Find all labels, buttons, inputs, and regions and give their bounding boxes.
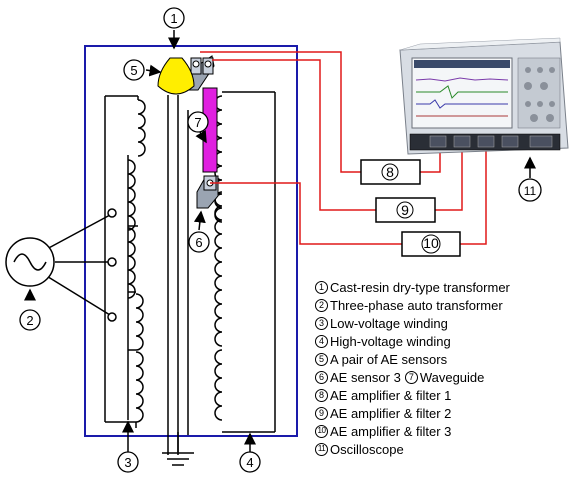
legend-item-2: 2 Three-phase auto transformer <box>315 296 571 314</box>
legend-item-8: 8 AE amplifier & filter 1 <box>315 386 571 404</box>
oscilloscope-icon <box>399 37 569 155</box>
legend-label: Low-voltage winding <box>330 315 448 331</box>
transformer-enclosure <box>84 45 298 437</box>
svg-text:5: 5 <box>130 63 137 78</box>
callout-6: 6 <box>188 231 210 253</box>
ae-sensor-yellow-icon <box>157 57 195 95</box>
legend-item-1: 1 Cast-resin dry-type transformer <box>315 278 571 296</box>
legend-num: 10 <box>315 424 328 438</box>
callout-2: 2 <box>19 309 41 331</box>
legend: 1 Cast-resin dry-type transformer 2 Thre… <box>315 278 571 458</box>
svg-text:2: 2 <box>26 313 33 328</box>
amplifier-box-10: 10 <box>401 231 461 257</box>
legend-num: 2 <box>315 298 328 312</box>
legend-item-9: 9 AE amplifier & filter 2 <box>315 404 571 422</box>
callout-4: 4 <box>239 451 261 473</box>
legend-num: 5 <box>315 352 328 366</box>
legend-num: 9 <box>315 406 328 420</box>
legend-item-5: 5 A pair of AE sensors <box>315 350 571 368</box>
legend-num: 4 <box>315 334 328 348</box>
callout-1: 1 <box>163 7 185 29</box>
legend-num: 7 <box>404 370 418 384</box>
ac-source-icon <box>5 237 55 287</box>
svg-text:11: 11 <box>524 184 537 198</box>
legend-item-10: 10 AE amplifier & filter 3 <box>315 422 571 440</box>
svg-text:3: 3 <box>124 455 131 470</box>
legend-num: 6 <box>315 370 328 384</box>
legend-label: Oscilloscope <box>330 441 404 457</box>
legend-label: A pair of AE sensors <box>330 351 448 367</box>
waveguide <box>202 87 218 173</box>
legend-item-4: 4 High-voltage winding <box>315 332 571 350</box>
high-voltage-winding <box>214 91 276 433</box>
legend-label: High-voltage winding <box>330 333 451 349</box>
callout-5: 5 <box>123 59 145 81</box>
transformer-core <box>167 95 189 455</box>
svg-text:1: 1 <box>170 11 177 26</box>
source-leads <box>44 208 117 322</box>
svg-text:7: 7 <box>194 115 201 130</box>
legend-label: Three-phase auto transformer <box>330 297 503 313</box>
amplifier-label-9: 9 <box>401 202 409 218</box>
amplifier-box-9: 9 <box>375 197 436 223</box>
legend-label: AE amplifier & filter 3 <box>330 423 452 439</box>
callout-arrows <box>24 30 536 452</box>
callout-3: 3 <box>117 451 139 473</box>
amplifier-label-10: 10 <box>423 235 439 251</box>
signal-cables <box>200 51 487 245</box>
legend-num: 3 <box>315 316 328 330</box>
ground-icon <box>162 432 194 466</box>
callout-11: 11 <box>518 178 542 202</box>
legend-item-3: 3 Low-voltage winding <box>315 314 571 332</box>
legend-label: Waveguide <box>419 369 485 385</box>
svg-text:6: 6 <box>195 235 202 250</box>
legend-label: AE sensor 3 <box>330 369 401 385</box>
legend-label: AE amplifier & filter 2 <box>330 405 452 421</box>
legend-num: 1 <box>315 280 328 294</box>
amplifier-box-8: 8 <box>360 159 421 185</box>
legend-item-6-7: 6 AE sensor 3 7 Waveguide <box>315 368 571 386</box>
svg-text:4: 4 <box>246 455 253 470</box>
legend-label: Cast-resin dry-type transformer <box>330 279 510 295</box>
legend-num: 8 <box>315 388 328 402</box>
legend-label: AE amplifier & filter 1 <box>330 387 452 403</box>
legend-item-11: 11 Oscilloscope <box>315 440 571 458</box>
callout-7: 7 <box>187 111 209 133</box>
amplifier-label-8: 8 <box>386 164 394 180</box>
legend-num: 11 <box>315 442 328 456</box>
